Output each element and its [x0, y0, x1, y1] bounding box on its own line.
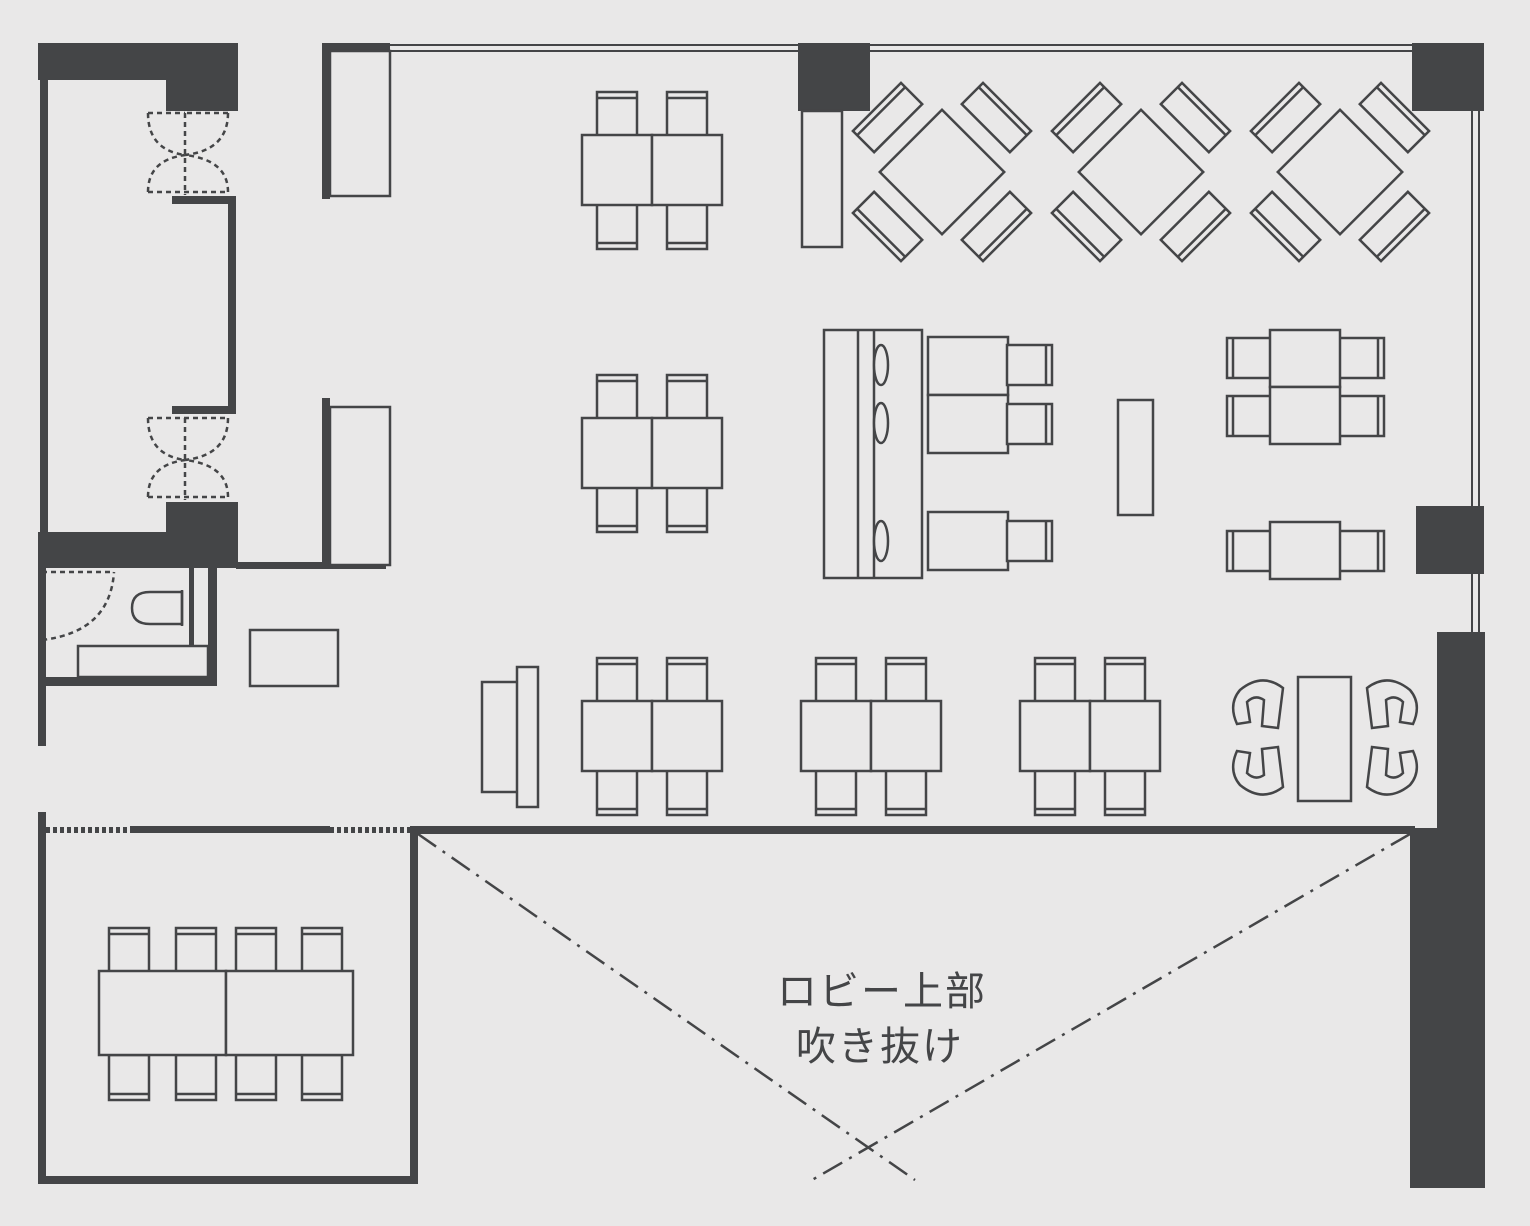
void-lines: [417, 832, 1411, 1182]
furniture: [97, 40, 1472, 1102]
alcove-doors: [146, 111, 230, 500]
void-label-line2: 吹き抜け: [796, 1024, 964, 1070]
toilet: [40, 570, 210, 679]
void-label-line1: ロビー上部: [777, 969, 987, 1015]
walls: [38, 43, 1485, 1188]
windows: [390, 44, 1480, 632]
